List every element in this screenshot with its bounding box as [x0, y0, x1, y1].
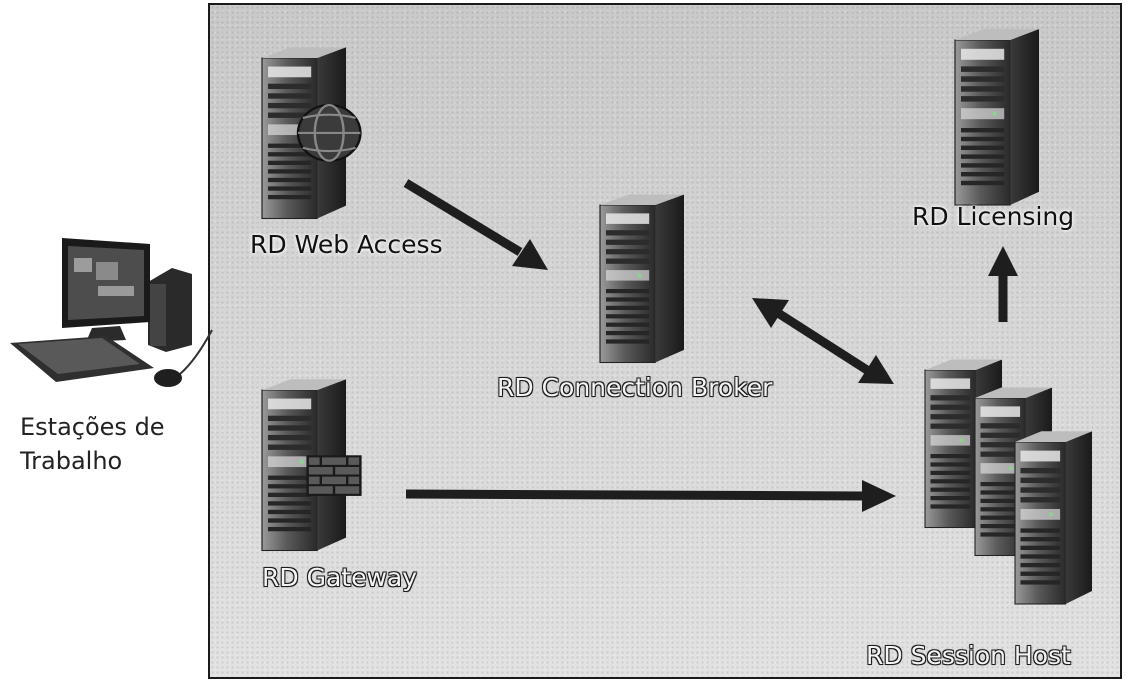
- server-firewall-icon: [261, 378, 362, 552]
- arrow-sessionhost-to-licensing: [988, 246, 1018, 322]
- server-icon: [954, 28, 1040, 206]
- arrow-broker-sessionhost-bidirectional: [752, 298, 894, 384]
- server-globe-icon: [261, 46, 362, 220]
- arrow-webaccess-to-broker: [403, 179, 548, 270]
- web-access-label: RD Web Access: [250, 230, 443, 259]
- connection-broker-label: RD Connection Broker: [497, 373, 773, 402]
- licensing-label: RD Licensing: [912, 202, 1075, 231]
- workstations-label: Estações de Trabalho: [20, 410, 165, 478]
- session-host-label: RD Session Host: [866, 641, 1071, 670]
- gateway-label: RD Gateway: [262, 563, 418, 592]
- server-icon: [599, 193, 685, 364]
- arrow-gateway-to-sessionhost: [405, 480, 896, 512]
- workstations-label-line1: Estações de: [20, 413, 165, 441]
- desktop-computer-icon: [10, 238, 213, 387]
- connection-arrows: [403, 179, 1018, 512]
- workstations-label-line2: Trabalho: [20, 447, 123, 475]
- server-cluster-icon: [924, 358, 1093, 605]
